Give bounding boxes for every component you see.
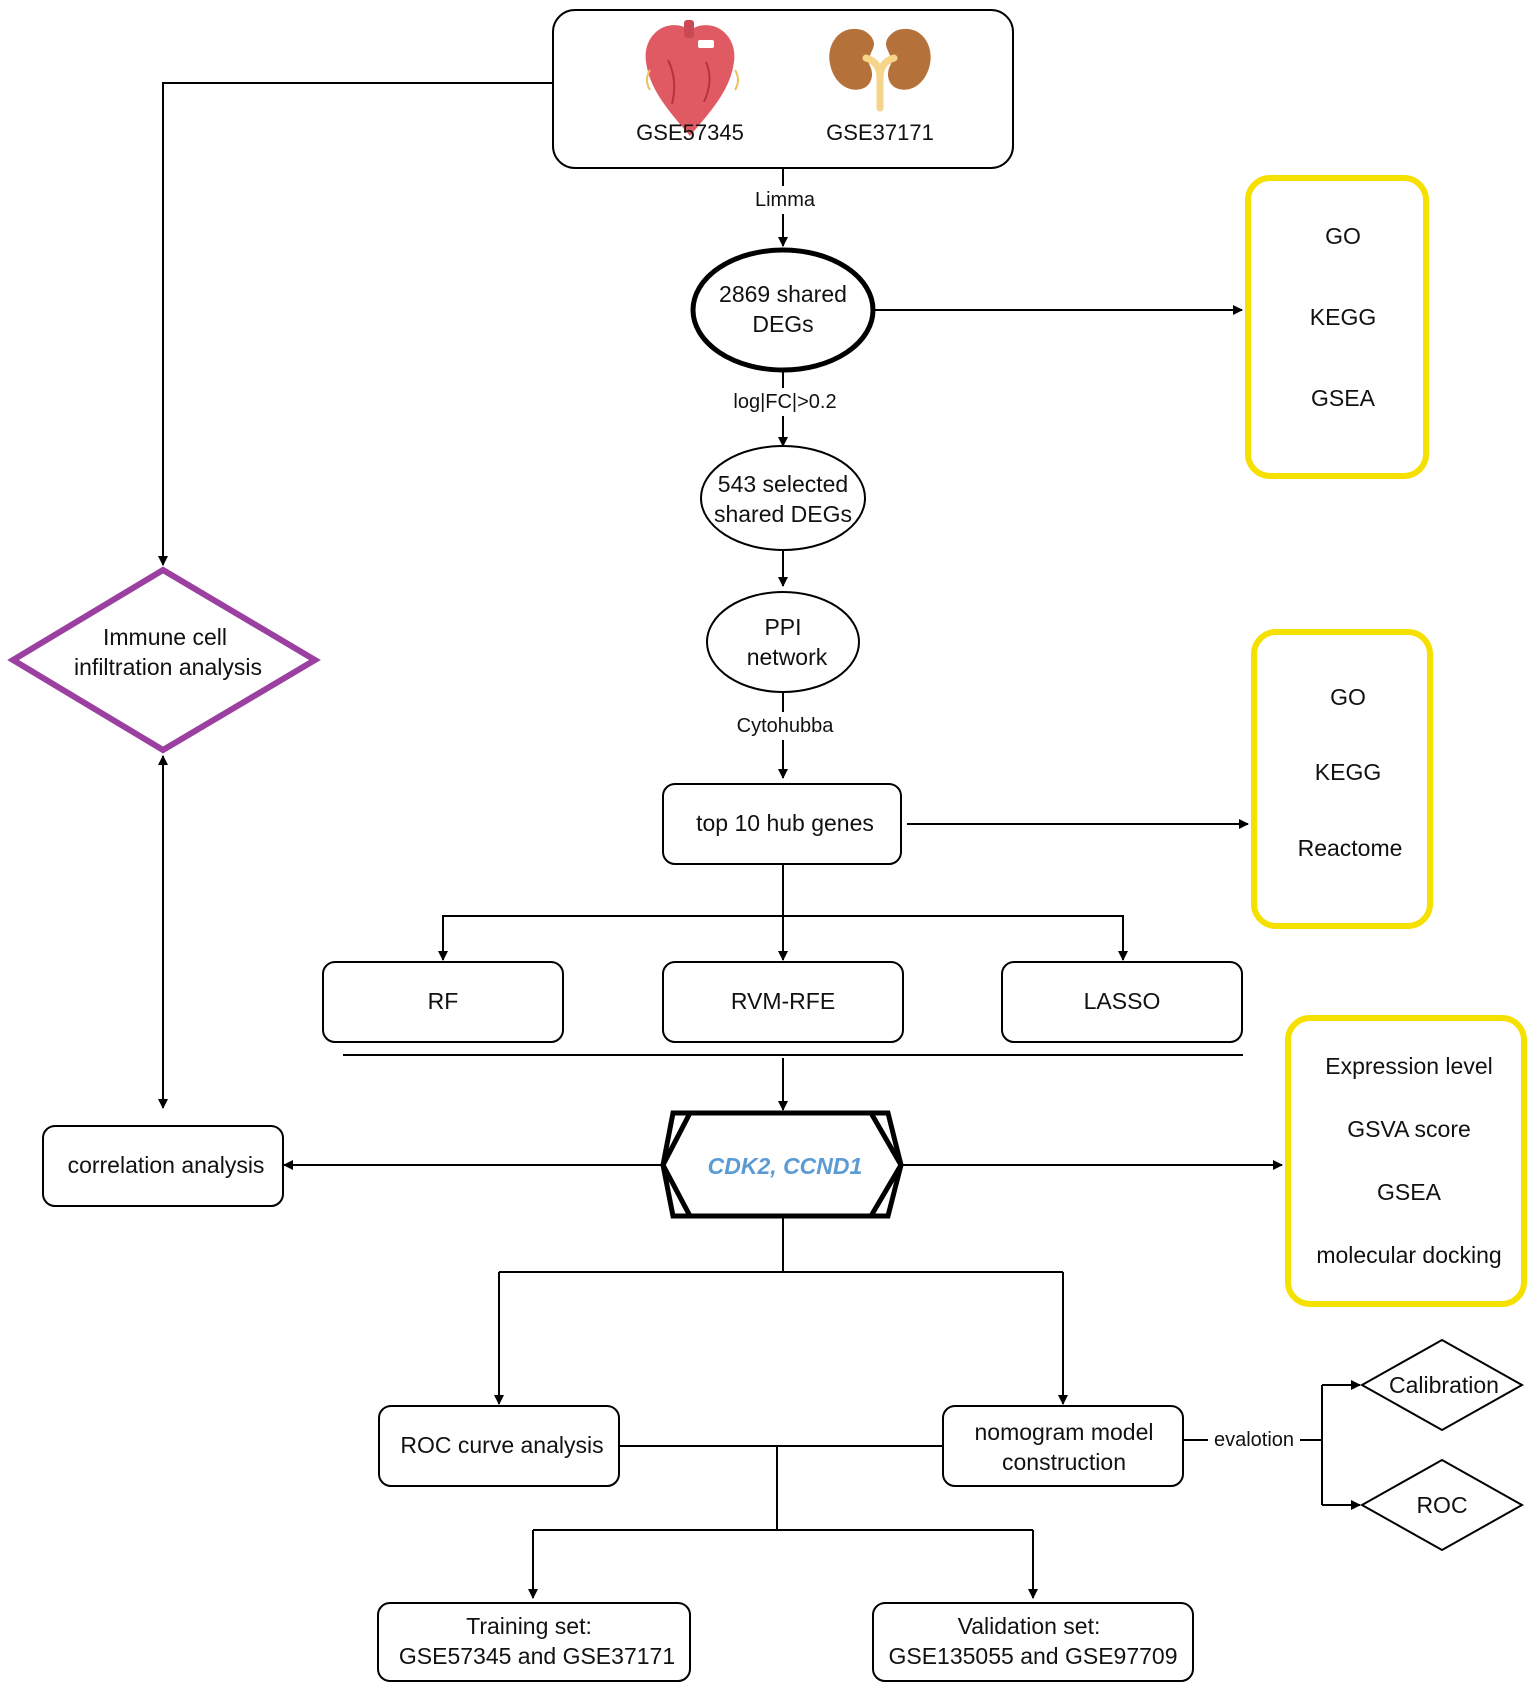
- shared-degs-node: [690, 247, 876, 373]
- enrich1-item-go: GO: [1325, 223, 1361, 249]
- lasso-label: LASSO: [1084, 988, 1161, 1014]
- enrich2-item-kegg: KEGG: [1315, 759, 1381, 785]
- gene-analysis-gsva: GSVA score: [1347, 1116, 1471, 1142]
- calibration-label: Calibration: [1389, 1372, 1499, 1398]
- edge-label-cytohubba: Cytohubba: [737, 715, 835, 737]
- kidney-icon: [829, 28, 931, 112]
- gene-analysis-docking: molecular docking: [1316, 1242, 1501, 1268]
- lasso-box: [1001, 961, 1243, 1043]
- enrich1-item-kegg: KEGG: [1310, 304, 1376, 330]
- validation-line2: GSE135055 and GSE97709: [888, 1643, 1177, 1669]
- dataset-label-right: GSE37171: [826, 120, 934, 145]
- roc-curve-analysis-label: ROC curve analysis: [400, 1432, 603, 1458]
- dataset-label-left: GSE57345: [636, 120, 744, 145]
- enrichment-panel-1: [1245, 175, 1429, 479]
- training-line2: GSE57345 and GSE37171: [399, 1643, 675, 1669]
- immune-line2: infiltration analysis: [74, 654, 262, 680]
- edge-label-limma: Limma: [755, 189, 816, 211]
- validation-set-box: [872, 1602, 1194, 1682]
- edge-label-logfc: log|FC|>0.2: [733, 391, 836, 413]
- rf-box: [322, 961, 564, 1043]
- ppi-network-node: [706, 591, 860, 693]
- training-set-box: [377, 1602, 691, 1682]
- rvm-rfe-box: [662, 961, 904, 1043]
- correlation-analysis-label: correlation analysis: [68, 1152, 265, 1178]
- gene-analysis-expression: Expression level: [1325, 1053, 1492, 1079]
- key-genes-label: CDK2, CCND1: [708, 1153, 863, 1179]
- training-line1: Training set:: [466, 1613, 592, 1639]
- immune-infiltration-diamond: [7, 566, 321, 754]
- dataset-box: [552, 9, 1014, 169]
- ppi-line2: network: [747, 644, 828, 670]
- rvm-rfe-label: RVM-RFE: [731, 988, 835, 1014]
- hub-genes-label: top 10 hub genes: [696, 810, 874, 836]
- shared-degs-line1: 2869 shared: [719, 281, 847, 307]
- gene-analysis-panel: [1285, 1015, 1527, 1307]
- selected-degs-line1: 543 selected: [718, 471, 848, 497]
- selected-degs-node: [700, 445, 866, 551]
- enrich2-item-go: GO: [1330, 684, 1366, 710]
- heart-icon: [645, 20, 739, 136]
- immune-line1: Immune cell: [103, 624, 227, 650]
- rf-label: RF: [428, 988, 459, 1014]
- nomogram-line1: nomogram model: [975, 1419, 1154, 1445]
- correlation-analysis-box: [42, 1125, 284, 1207]
- roc-label: ROC: [1416, 1492, 1467, 1518]
- shared-degs-line2: DEGs: [752, 311, 813, 337]
- enrich2-item-reactome: Reactome: [1298, 835, 1403, 861]
- enrichment-panel-2: [1251, 629, 1433, 929]
- ppi-line1: PPI: [764, 614, 801, 640]
- gene-analysis-gsea: GSEA: [1377, 1179, 1442, 1205]
- nomogram-line2: construction: [1002, 1449, 1126, 1475]
- roc-diamond: [1359, 1458, 1525, 1552]
- validation-line1: Validation set:: [958, 1613, 1101, 1639]
- edge-label-evalotion: evalotion: [1214, 1429, 1294, 1451]
- enrich1-item-gsea: GSEA: [1311, 385, 1376, 411]
- calibration-diamond: [1359, 1338, 1525, 1432]
- selected-degs-line2: shared DEGs: [714, 501, 852, 527]
